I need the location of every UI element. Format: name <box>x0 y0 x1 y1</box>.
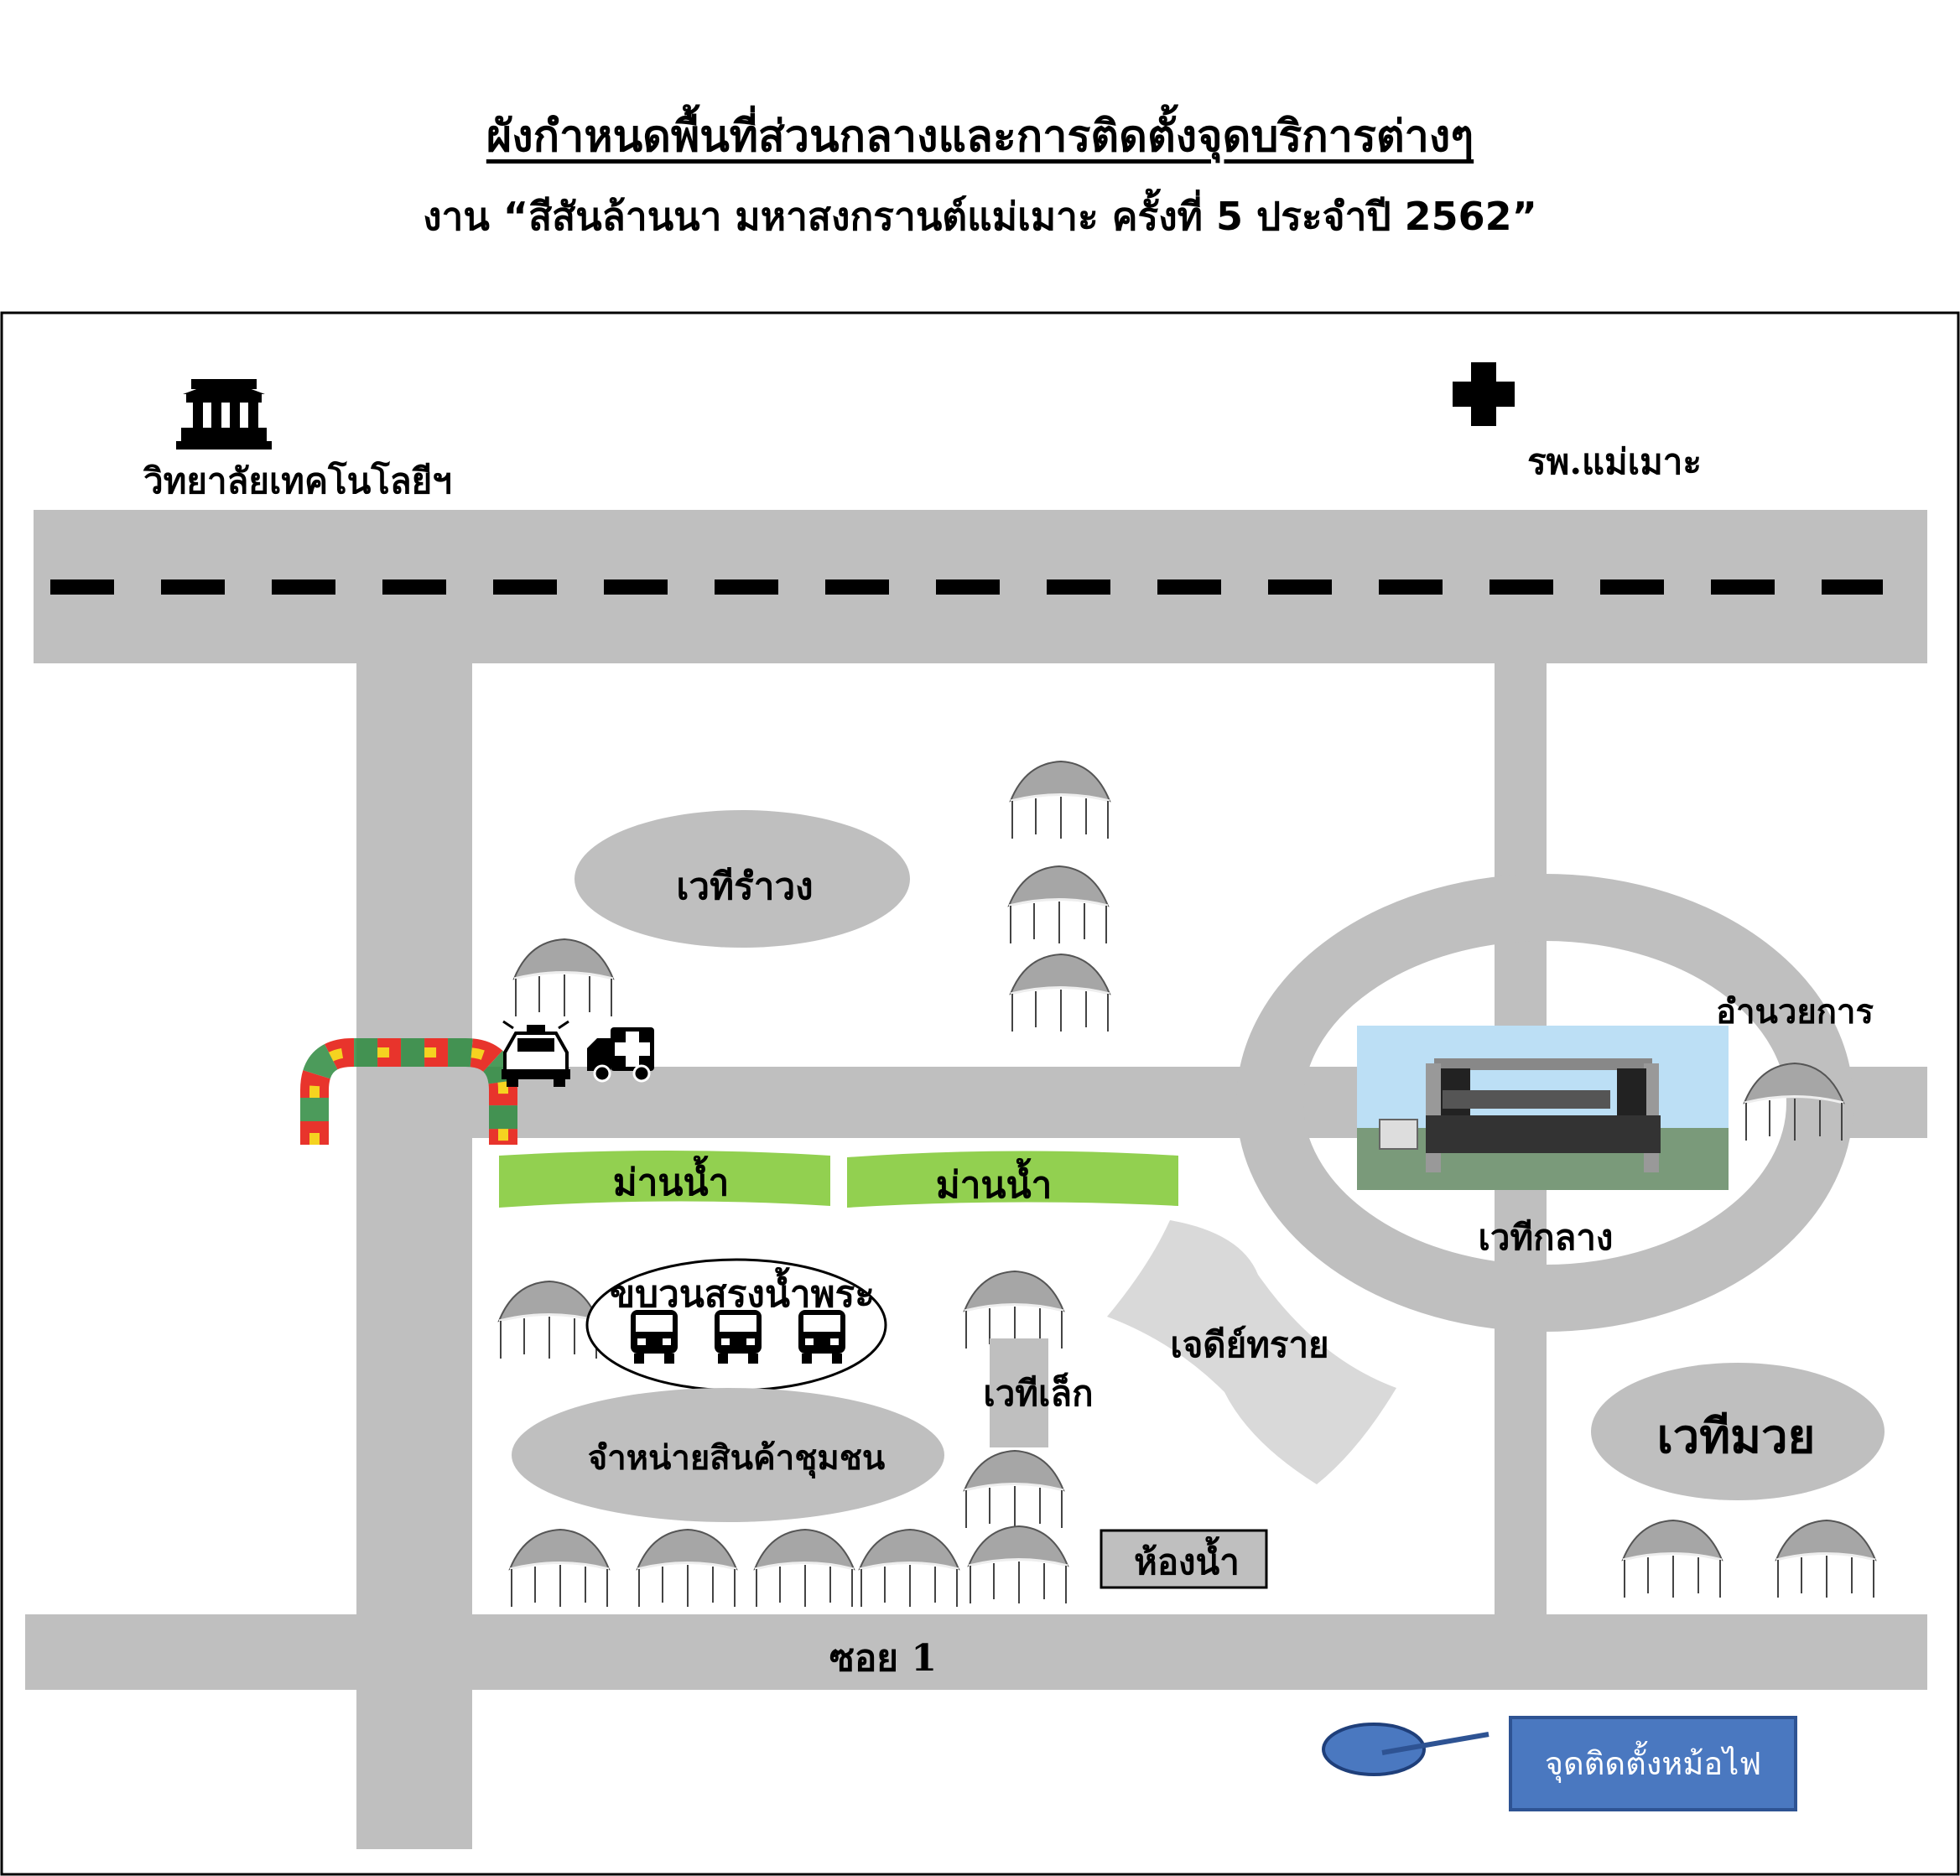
police-car-icon <box>502 1020 570 1087</box>
water-curtain-2-area <box>847 1151 1178 1208</box>
sand-pagoda-label: เจดีย์ทราย <box>1170 1324 1328 1365</box>
ambulance-icon <box>587 1027 654 1083</box>
map-title: ผังกำหนดพื้นที่ส่วนกลางและการติดตั้งจุดบ… <box>486 112 1474 162</box>
soi-1-road <box>25 1614 1927 1690</box>
water-curtain-2-label: ม่านน้ำ <box>936 1157 1053 1207</box>
water-curtain-1-area <box>499 1151 830 1208</box>
community-market-area <box>512 1388 944 1522</box>
entrance-arch-icon <box>300 1038 517 1145</box>
transformer-legend-label: จุดติดตั้งหม้อไฟ <box>1545 1740 1761 1783</box>
community-market-label: จำหน่ายสินค้าชุมชน <box>588 1438 886 1479</box>
toilet-label: ห้องน้ำ <box>1134 1536 1240 1582</box>
inner-road <box>472 1067 1512 1138</box>
map-frame <box>0 311 1960 1876</box>
college-label: วิทยาลัยเทคโนโลยีฯ <box>143 460 452 501</box>
map-subtitle: งาน “สีสันล้านนา มหาสงกรานต์แม่เมาะ ครั้… <box>423 194 1537 239</box>
hospital-label: รพ.แม่เมาะ <box>1527 441 1702 482</box>
small-stage-area <box>990 1338 1048 1447</box>
procession-label: ขบวนสรงน้ำพระ <box>610 1266 875 1316</box>
small-stage-label: เวทีเล็ก <box>983 1372 1093 1414</box>
sand-pagoda-area <box>1107 1220 1396 1484</box>
ramwong-stage-label: เวทีรำวง <box>676 865 813 908</box>
toilet-area <box>1100 1529 1268 1589</box>
boxing-stage-label: เวทีมวย <box>1657 1409 1816 1464</box>
directorate-label: อำนวยการ <box>1716 992 1874 1032</box>
college-icon <box>176 379 272 450</box>
transformer-legend: จุดติดตั้งหม้อไฟ <box>1322 1716 1797 1811</box>
boxing-stage-area <box>1591 1363 1885 1500</box>
transformer-marker-icon <box>1322 1723 1426 1776</box>
transformer-legend-box <box>1509 1716 1797 1811</box>
main-stage-picture <box>1357 1026 1729 1190</box>
hospital-cross-icon <box>1453 362 1515 426</box>
soi-1-label: ซอย 1 <box>829 1637 937 1680</box>
main-stage-label: เวทีกลาง <box>1479 1217 1614 1258</box>
ramwong-stage-area <box>574 810 910 948</box>
water-curtain-1-label: ม่านน้ำ <box>613 1155 730 1204</box>
roads <box>25 510 1927 1849</box>
